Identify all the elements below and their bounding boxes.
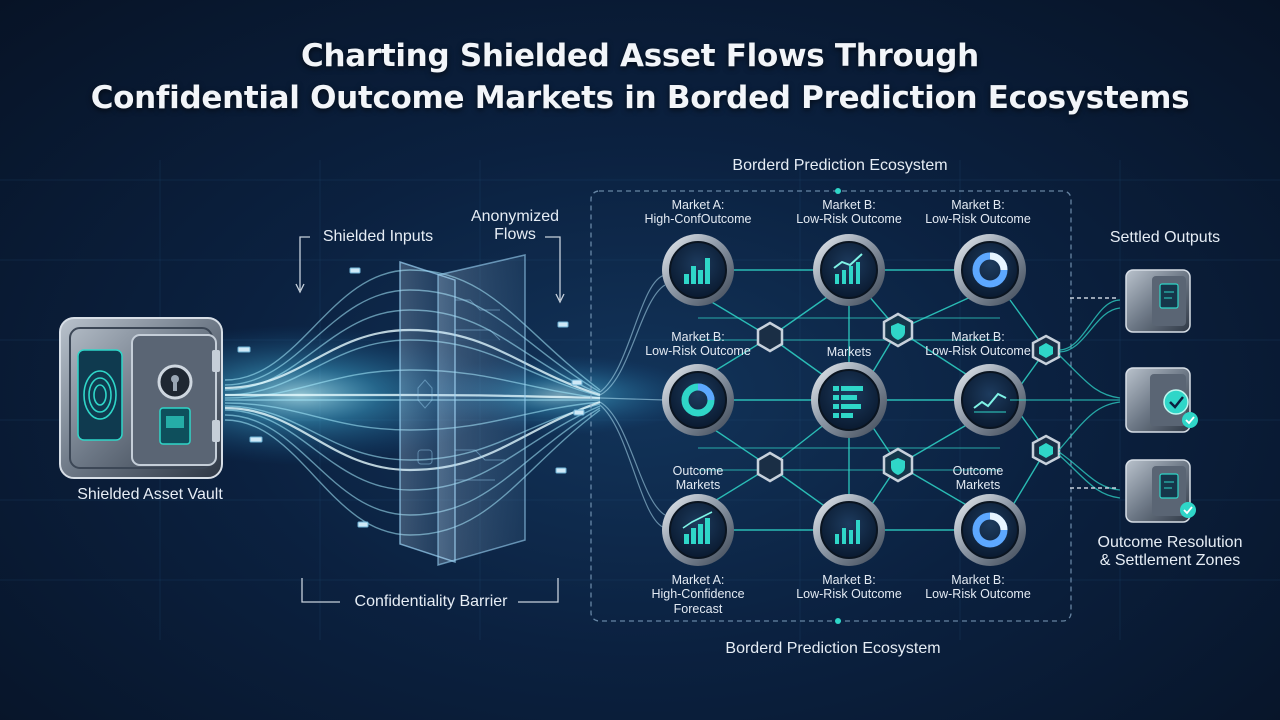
check-icon [1163,389,1189,415]
market-label-bottom-left: Market A: High-Confidence Forecast [618,573,778,616]
hex-connectors [756,312,1061,483]
settled-outputs-label: Settled Outputs [1109,229,1221,246]
ecosystem-label-top: Borderd Prediction Ecosystem [732,157,948,174]
shielded-inputs-label: Shielded Inputs [322,228,434,245]
market-label-line: Market B: [822,198,876,212]
bar-chart-icon [835,520,860,544]
market-node-top-left [662,234,734,306]
output-dashes [1070,297,1118,489]
market-label-top-right: Market B: Low-Risk Outcome [898,198,1058,227]
market-label-line: Market A: [671,573,725,587]
market-label-line: Markets [675,478,721,493]
resolution-label: Outcome Resolution & Settlement Zones [1075,534,1265,571]
market-label-line: Forecast [673,601,723,616]
fingerprint-icon [83,370,117,420]
hex-node [756,321,784,353]
shield-hex-node [882,312,914,348]
document-icon [1159,473,1179,499]
donut-chart-icon [972,512,1008,548]
cable-connectors [237,267,585,528]
shield-hex-node [882,447,914,483]
donut-chart-icon [972,252,1008,288]
market-label-line: Market B: [951,330,1005,344]
market-label-bottom-mid: Market B: Low-Risk Outcome [769,573,929,602]
title-line-2: Confidential Outcome Markets in Borded P… [90,80,1190,116]
market-label-line: Low-Risk Outcome [925,587,1031,602]
market-label-line: Outcome [672,464,724,478]
market-label-line: Low-Risk Outcome [645,344,751,359]
market-label-line: Markets [826,345,872,359]
anonymized-flows-label: Anonymized Flows [450,208,580,245]
market-label-line: Market B: [822,573,876,587]
document-icon [1159,283,1179,309]
market-label-line: Outcome [952,464,1004,478]
market-label-line: Low-Risk Outcome [925,344,1031,359]
anonymized-flows-line2: Flows [494,226,536,244]
market-node-center [811,362,887,438]
line-chart-icon [833,253,863,284]
market-label-line: Low-Risk Outcome [796,587,902,602]
market-node-top-mid [813,234,885,306]
vault-label: Shielded Asset Vault [77,486,223,503]
market-node-mid-left [662,364,734,436]
anonymized-flows-line1: Anonymized [470,208,560,225]
resolution-line1: Outcome Resolution [1097,534,1243,551]
resolution-line2: & Settlement Zones [1099,552,1241,570]
market-label-mid-right: Market B: Low-Risk Outcome [898,330,1058,359]
donut-chart-icon [681,383,715,417]
ecosystem-label-bottom: Borderd Prediction Ecosystem [725,640,941,657]
confidentiality-barrier [399,254,526,566]
market-node-top-right [954,234,1026,306]
market-label-top-left: Market A: High-ConfOutcome [618,198,778,227]
market-label-line: Market B: [951,573,1005,587]
bar-chart-icon [684,258,710,284]
list-bars-icon [833,386,863,418]
bar-chart-icon [682,511,713,544]
market-label-low-right: Outcome Markets [898,464,1058,493]
hex-node [1031,334,1061,366]
market-label-line: Market B: [671,330,725,344]
market-label-line: Market A: [671,198,725,212]
market-node-bottom-left [662,494,734,566]
callout-brackets [295,236,565,603]
market-label-low-left: Outcome Markets [618,464,778,493]
market-node-bottom-right [954,494,1026,566]
settlement-flows [1010,299,1121,499]
market-label-line: Market B: [951,198,1005,212]
market-label-line: Markets [955,478,1001,493]
market-node-mid-right [954,364,1026,436]
market-label-line: High-ConfOutcome [644,212,752,227]
confidentiality-barrier-label: Confidentiality Barrier [354,593,508,610]
market-label-line: Low-Risk Outcome [925,212,1031,227]
market-label-line: Low-Risk Outcome [796,212,902,227]
market-label-top-mid: Market B: Low-Risk Outcome [769,198,929,227]
trend-line-icon [973,392,1007,413]
market-label-mid-left: Market B: Low-Risk Outcome [618,330,778,359]
market-label-center: Markets [769,345,929,359]
check-icon [1180,502,1196,518]
hex-node [1031,434,1061,466]
shielded-asset-vault [59,317,223,479]
ecosystem-border [590,190,1072,622]
settled-vault-1 [1125,269,1191,333]
market-nodes [662,234,1026,566]
settled-vault-2 [1125,367,1198,433]
hex-node [756,451,784,483]
market-entry-flows [599,274,666,529]
market-label-line: High-Confidence [651,587,745,602]
market-label-bottom-right: Market B: Low-Risk Outcome [898,573,1058,602]
settled-vault-3 [1125,459,1196,523]
market-node-bottom-mid [813,494,885,566]
title-line-1: Charting Shielded Asset Flows Through [301,38,979,74]
